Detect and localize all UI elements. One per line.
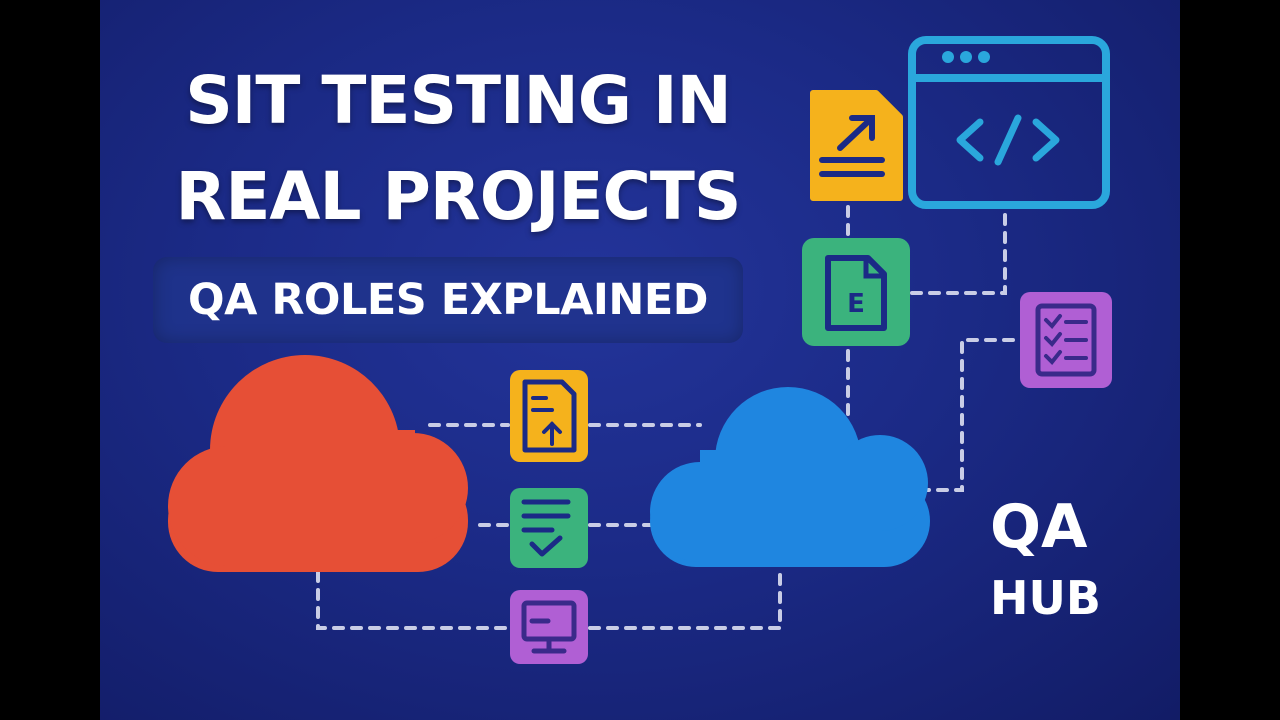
brand-logo-qa: QA [990, 492, 1088, 562]
subtitle-banner: QA ROLES EXPLAINED [153, 257, 743, 343]
brand-logo-hub: HUB [990, 571, 1101, 625]
document-check-icon [510, 488, 588, 568]
title-line-1: SIT TESTING IN [185, 62, 732, 139]
connector-lines [316, 196, 1020, 630]
cloud-left-icon [168, 355, 468, 572]
svg-text:E: E [847, 289, 865, 319]
monitor-icon [510, 590, 588, 664]
cloud-right-icon [650, 387, 930, 567]
thumbnail-canvas: E [100, 0, 1180, 720]
checklist-icon [1020, 292, 1112, 388]
connector-bottom-loop [316, 570, 510, 630]
document-upload-icon [810, 90, 903, 201]
connector-monitor-to-right-cloud [588, 568, 782, 630]
connector-cloud-to-checklist [918, 338, 1020, 492]
diagram-art: E [168, 36, 1112, 664]
title-line-2: REAL PROJECTS [175, 158, 742, 235]
code-browser-icon [908, 36, 1110, 209]
connector-e-to-browser [910, 208, 1007, 295]
document-e-icon: E [802, 238, 910, 346]
file-upload-icon [510, 370, 588, 462]
